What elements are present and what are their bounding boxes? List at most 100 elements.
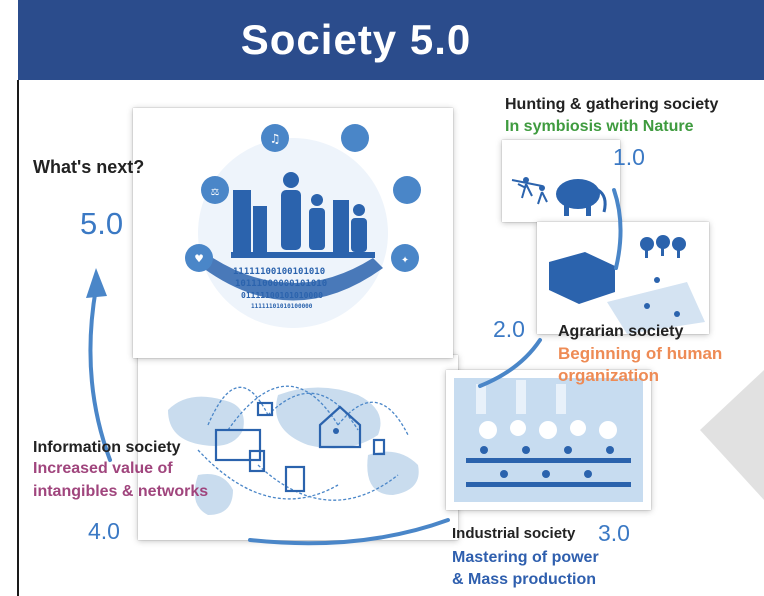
network-arc [337, 401, 409, 436]
information-network-illustration [168, 385, 419, 515]
home-icon [318, 405, 362, 449]
person-icon [281, 190, 301, 250]
tree-icon [672, 237, 686, 251]
tree-trunk [645, 250, 648, 258]
worker-icon [522, 446, 530, 454]
card-information-society [138, 355, 458, 540]
mammoth-trunk [597, 188, 607, 213]
society2-description-line1: Beginning of human [558, 344, 723, 363]
network-arc [267, 392, 359, 431]
hunting-illustration [511, 177, 607, 216]
building-icon [253, 206, 267, 252]
world-map-shape [168, 396, 244, 446]
farmer-icon [654, 277, 660, 283]
conveyor-belt [466, 458, 631, 463]
field-shape [607, 282, 705, 334]
society5-number: 5.0 [80, 206, 124, 241]
card-society-5: ♫ ⚖ ♥ ✦ 11111100100101010 10111000000101… [133, 108, 453, 358]
society5-label: What's next? [33, 157, 145, 177]
computer-icon [214, 428, 262, 462]
person-icon [309, 208, 325, 250]
conveyor-belt [466, 482, 631, 487]
farming-illustration [549, 235, 705, 334]
person-icon [351, 218, 367, 252]
hunter-head [539, 185, 545, 191]
binary-text-line: 11111100100101010 [233, 267, 325, 277]
society2-number: 2.0 [493, 316, 525, 342]
worker-icon [584, 470, 592, 478]
society3-description-line2: & Mass production [452, 571, 597, 588]
worker-icon [500, 470, 508, 478]
gear-icon [510, 420, 526, 436]
heart-icon [185, 244, 213, 272]
server-icon [248, 449, 266, 473]
data-ring [203, 258, 383, 301]
building-icon [333, 200, 349, 252]
phone-icon [372, 438, 386, 456]
binary-text-line: 11111101010100000 [251, 303, 313, 310]
frame-border [17, 80, 19, 596]
world-map-shape [367, 451, 419, 495]
person-head [353, 204, 365, 216]
tree-trunk [661, 248, 664, 256]
society4-number: 4.0 [88, 518, 120, 544]
scale-glyph: ⚖ [211, 184, 219, 199]
ground-line [231, 252, 375, 258]
circle-icon [341, 124, 369, 152]
society4-description-line1: Increased value of [33, 460, 173, 477]
farmer-icon [674, 311, 680, 317]
society4-description-line2: intangibles & networks [33, 483, 209, 500]
tree-icon [640, 237, 654, 251]
music-glyph: ♫ [271, 132, 279, 147]
card-hunting-society [502, 140, 620, 222]
person-icon [333, 428, 339, 434]
graduation-cap-icon [391, 244, 419, 272]
barn-icon [549, 252, 615, 304]
tree-trunk [677, 250, 680, 258]
person-head [283, 172, 299, 188]
society1-name: Hunting & gathering society [505, 96, 719, 113]
factory-illustration [454, 378, 643, 502]
chimney-icon [476, 384, 486, 414]
worker-icon [564, 446, 572, 454]
chimney-icon [556, 384, 566, 414]
page-title: Society 5.0 [240, 16, 472, 63]
society2-description-line2: organization [558, 366, 660, 385]
gear-icon [539, 421, 557, 439]
scale-icon [201, 176, 229, 204]
gear-icon [599, 421, 617, 439]
cap-glyph: ✦ [401, 252, 409, 267]
society5-illustration: ♫ ⚖ ♥ ✦ 11111100100101010 10111000000101… [185, 124, 421, 328]
society4-name: Information society [33, 439, 181, 456]
society1-description: In symbiosis with Nature [505, 118, 694, 135]
mammoth-icon [556, 179, 600, 209]
chimney-icon [516, 380, 526, 414]
mammoth-leg [564, 202, 569, 216]
mammoth-leg [586, 202, 591, 216]
network-arc [227, 385, 339, 431]
card-agrarian-society [537, 222, 709, 334]
worker-icon [606, 446, 614, 454]
hunter-icon [537, 191, 548, 205]
worker-icon [542, 470, 550, 478]
music-icon [261, 124, 289, 152]
society3-number: 3.0 [598, 520, 630, 546]
society3-description-line1: Mastering of power [452, 549, 599, 566]
society2-name: Agrarian society [558, 323, 684, 340]
person-head [311, 194, 323, 206]
world-map-shape [194, 474, 233, 515]
binary-text-line: 10111000000101010 [235, 279, 327, 289]
building-icon [233, 190, 251, 252]
monitor-icon [256, 401, 274, 417]
factory-icon [393, 176, 421, 204]
tree-icon [656, 235, 670, 249]
gear-icon [479, 421, 497, 439]
hunter-icon [517, 183, 533, 199]
heart-glyph: ♥ [195, 252, 203, 267]
tablet-icon [284, 465, 306, 493]
hunter-head [523, 177, 529, 183]
spear-icon [511, 179, 543, 187]
society3-name: Industrial society [452, 525, 576, 542]
